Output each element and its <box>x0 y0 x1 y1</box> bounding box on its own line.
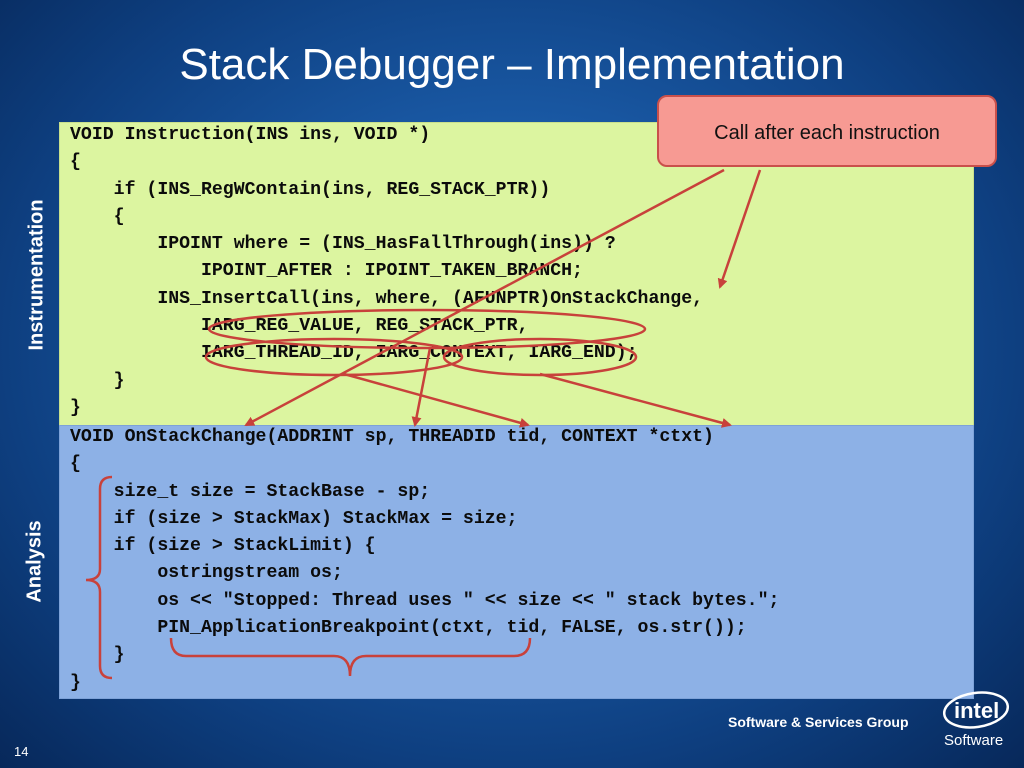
footer-group-name: Software & Services Group <box>728 714 909 730</box>
instrumentation-code: VOID Instruction(INS ins, VOID *) { if (I… <box>70 122 703 422</box>
code-line: } <box>70 370 125 391</box>
code-line: ostringstream os; <box>70 563 343 584</box>
code-line: VOID Instruction(INS ins, VOID *) <box>70 125 431 145</box>
slide-title: Stack Debugger – Implementation <box>179 40 845 89</box>
arrow-to-ctxt <box>539 372 732 428</box>
arrow-to-sp <box>411 347 432 427</box>
code-line: IPOINT_AFTER : IPOINT_TAKEN_BRANCH; <box>70 261 583 282</box>
code-line: IPOINT where = (INS_HasFallThrough(ins))… <box>70 234 616 255</box>
code-line: if (size > StackLimit) { <box>70 536 376 557</box>
thread-id-highlight-ellipse <box>204 337 464 377</box>
code-line: { <box>70 152 81 173</box>
analysis-left-bracket <box>85 475 113 680</box>
code-line: size_t size = StackBase - sp; <box>70 481 431 502</box>
code-line: VOID OnStackChange(ADDRINT sp, THREADID … <box>70 427 714 447</box>
intel-logo-text: intel <box>954 698 999 723</box>
callout-box: Call after each instruction <box>657 95 997 167</box>
analysis-code: VOID OnStackChange(ADDRINT sp, THREADID … <box>70 424 779 697</box>
analysis-panel <box>59 425 974 699</box>
code-line: if (INS_RegWContain(ins, REG_STACK_PTR)) <box>70 179 551 200</box>
reg-value-highlight-ellipse <box>207 308 647 350</box>
breakpoint-underline-brace <box>169 637 532 677</box>
code-line: } <box>70 672 81 693</box>
callout-text: Call after each instruction <box>714 122 940 144</box>
code-line: { <box>70 454 81 475</box>
code-line: { <box>70 206 125 227</box>
code-line: os << "Stopped: Thread uses " << size <<… <box>70 590 780 611</box>
intel-logo: intel <box>942 691 1010 729</box>
code-line: PIN_ApplicationBreakpoint(ctxt, tid, FAL… <box>70 618 747 639</box>
arrow-to-onstackchange <box>717 169 762 289</box>
code-line: IARG_REG_VALUE, REG_STACK_PTR, <box>70 316 529 337</box>
intel-logo-subtitle: Software <box>944 732 1004 749</box>
code-line: INS_InsertCall(ins, where, (AFUNPTR)OnSt… <box>70 288 704 309</box>
arrow-to-function <box>244 168 725 427</box>
code-line: } <box>70 397 81 418</box>
code-line: } <box>70 645 125 666</box>
slide-number: 14 <box>14 744 29 759</box>
code-line: if (size > StackMax) StackMax = size; <box>70 508 518 529</box>
arrow-to-tid <box>343 372 530 428</box>
